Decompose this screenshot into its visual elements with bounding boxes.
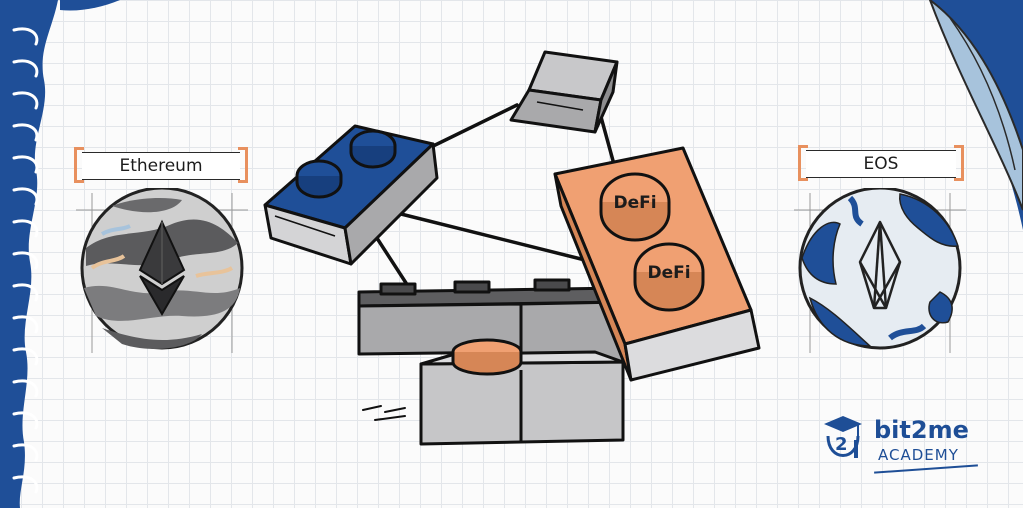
brand-name: bit2me [874,416,969,444]
logo-badge-number: 2 [835,434,848,455]
navy-brick [263,124,439,266]
defi-bricks-illustration: DeFi DeFi [263,50,761,446]
brand-logo[interactable]: 2 bit2me ACADEMY [820,410,990,480]
brand-underline [874,464,978,474]
defi-coin-label-bottom: DeFi [647,263,690,283]
ethereum-diamond-icon [138,219,186,316]
eos-label-text: EOS [863,154,899,174]
eos-icon [858,220,902,310]
ethereum-label-text: Ethereum [119,156,203,176]
ethereum-globe [76,188,248,353]
bracket-right [954,145,964,181]
orange-defi-brick [553,146,761,382]
eos-label: EOS [798,145,964,181]
gray-brick-stack [357,278,625,446]
small-gray-brick [509,50,619,134]
graduation-cap-icon [824,416,862,458]
bracket-left [74,147,84,183]
ethereum-label: Ethereum [74,147,248,183]
eos-globe [794,188,966,353]
top-corner-shape [60,0,120,11]
defi-coin-label-top: DeFi [613,193,656,213]
bracket-left [798,145,808,181]
notebook-binding [0,0,58,508]
bracket-right [238,147,248,183]
brand-subtitle: ACADEMY [878,446,959,464]
